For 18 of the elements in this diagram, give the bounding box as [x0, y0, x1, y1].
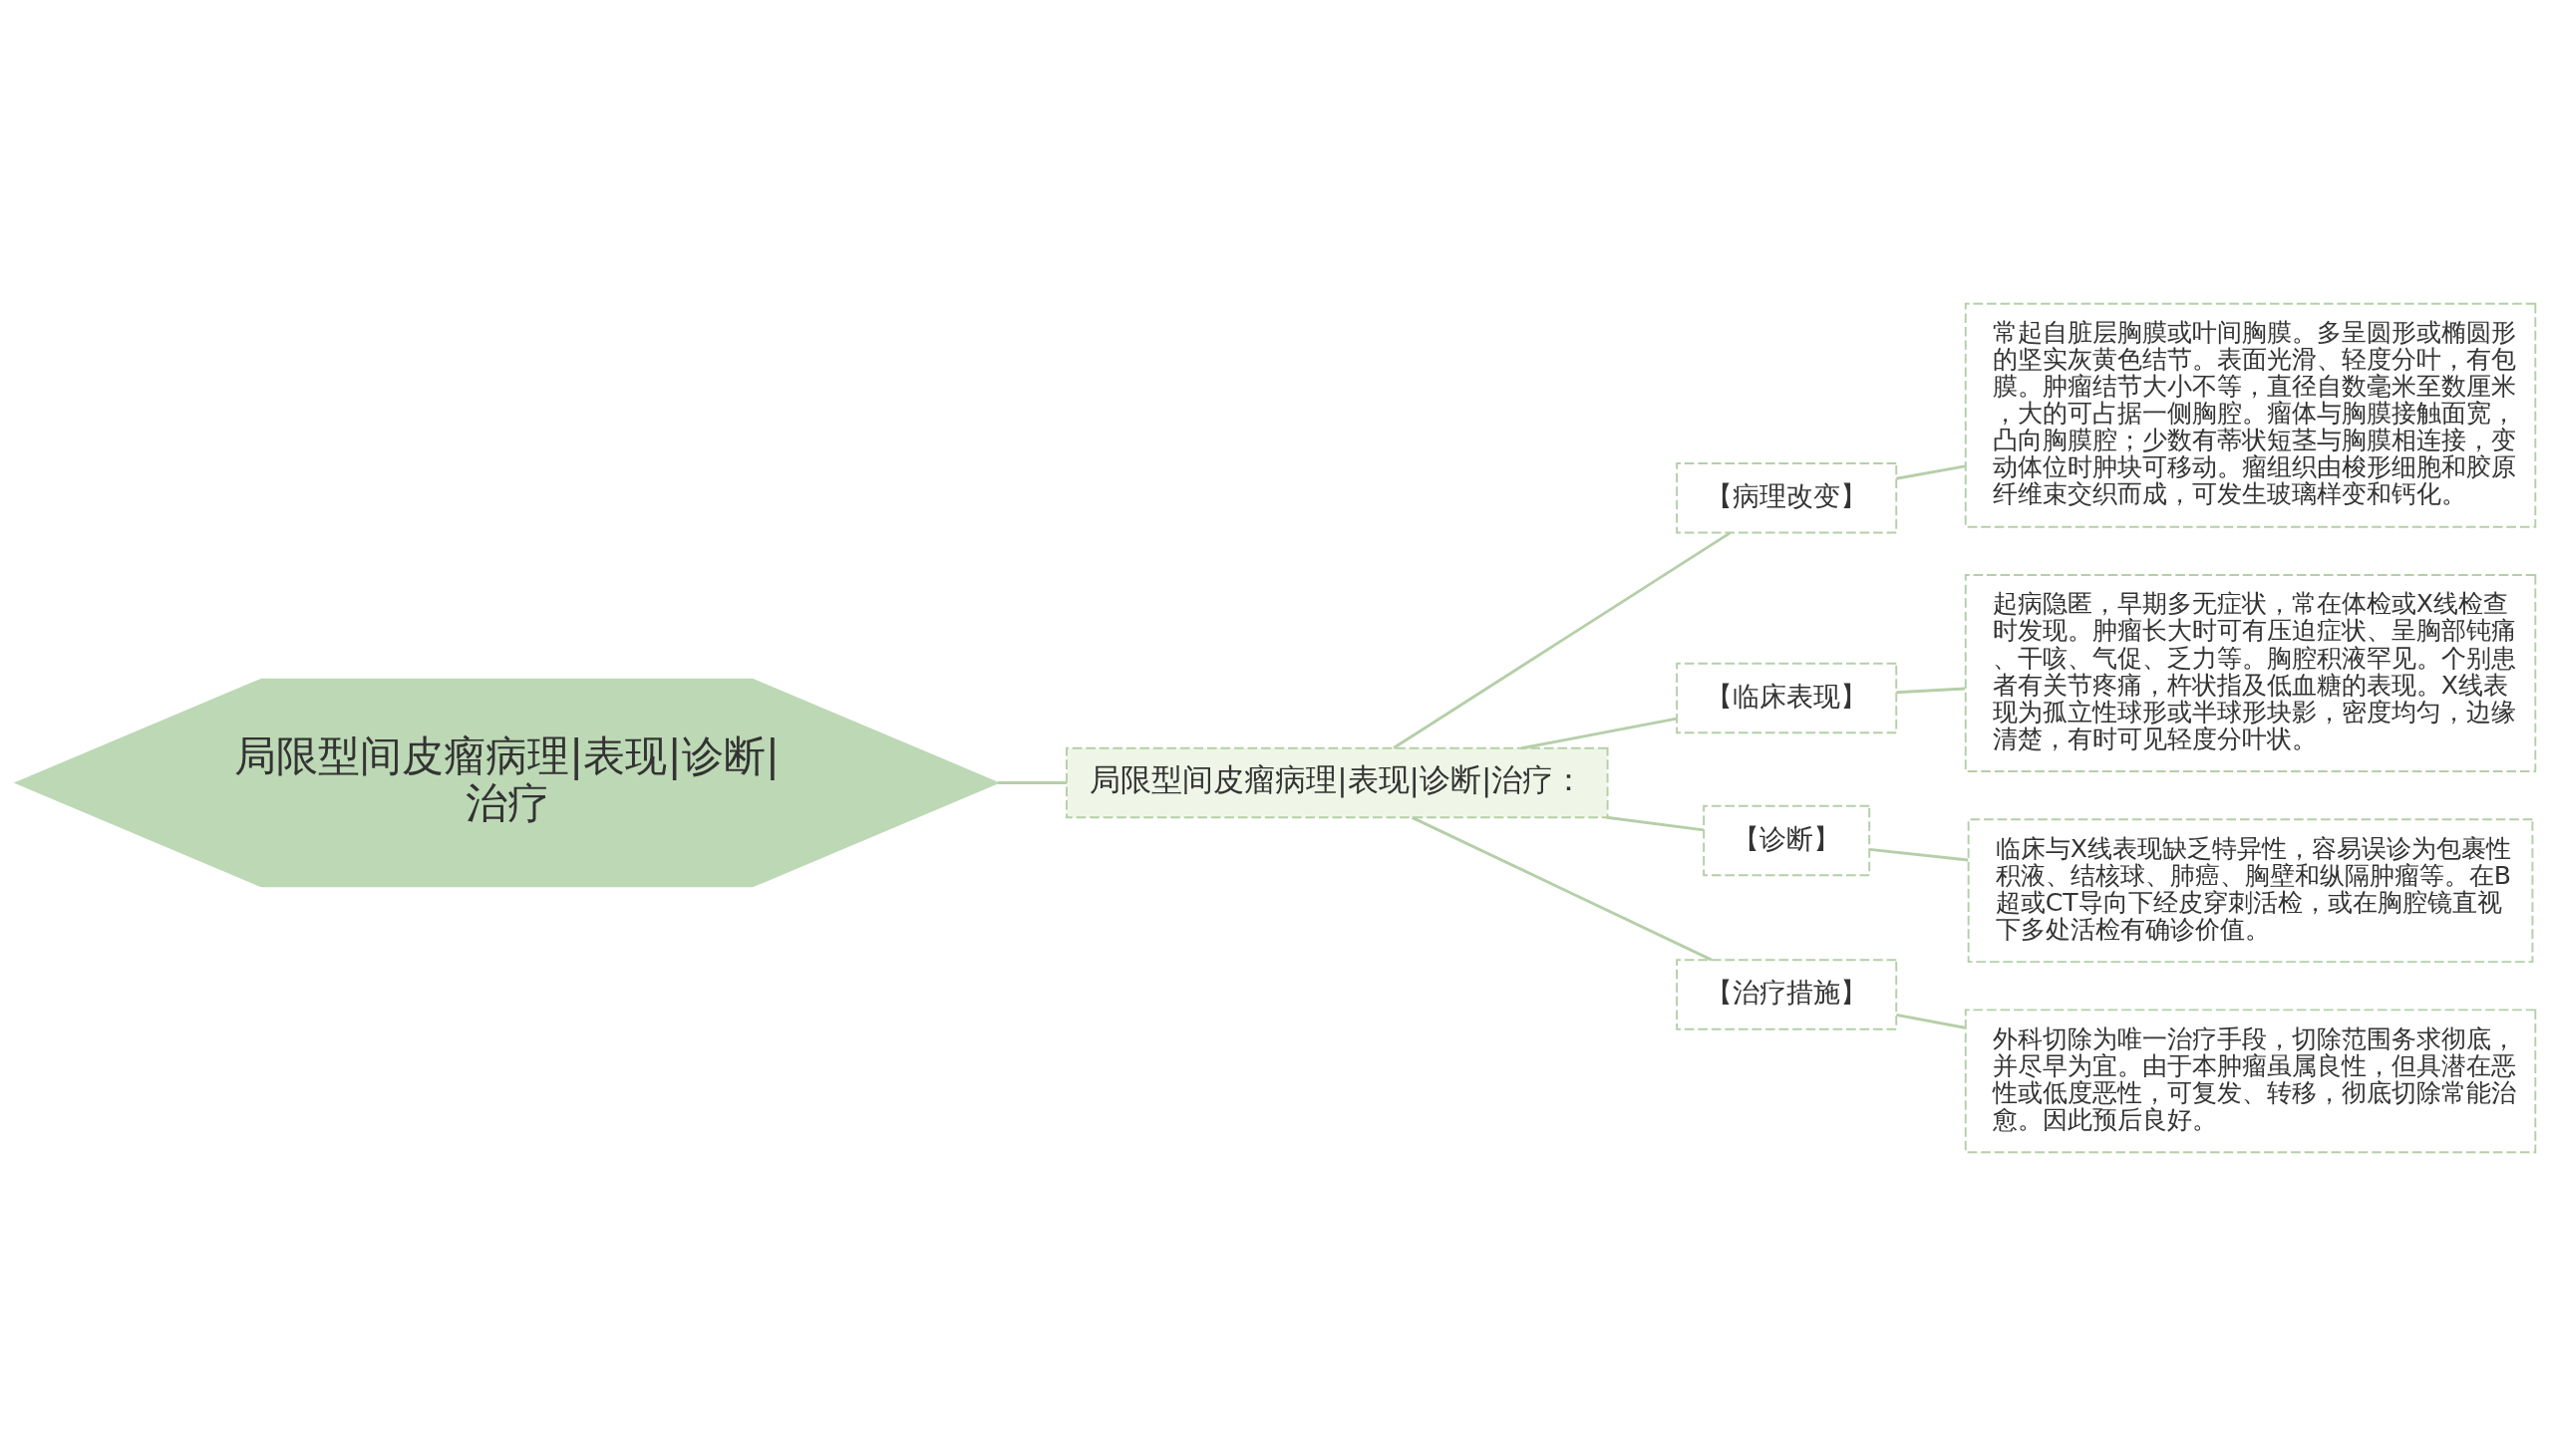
node-box: 临床与X线表现缺乏特异性，容易误诊为包裹性积液、结核球、肺癌、胸壁和纵隔肿瘤等。在B超或CT导向下经皮穿刺活检，或在胸腔镜直视下多处活检有确诊价值。: [1967, 818, 2534, 964]
connector: [1896, 464, 1966, 480]
connector: [1606, 815, 1705, 832]
node-box: 【病理改变】: [1676, 462, 1898, 534]
connector: [1896, 1013, 1966, 1029]
connector: [998, 781, 1067, 784]
node-box: 局限型间皮瘤病理|表现|诊断|治疗：: [1066, 746, 1609, 819]
connector: [1869, 847, 1969, 862]
connector: [1521, 717, 1678, 750]
connector: [1411, 816, 1713, 962]
connector: [1896, 687, 1966, 695]
node-box: 起病隐匿，早期多无症状，常在体检或X线检查时发现。肿瘤长大时可有压迫症状、呈胸部钝痛、干咳、气促、乏力等。胸腔积液罕见。个别患者有关节疼痛，杵状指及低血糖的表现。X线表现为孤立性球形或半球形块影，密度均匀，边缘清楚，有时可见轻度分叶状。: [1964, 574, 2537, 772]
node-box: 【治疗措施】: [1676, 959, 1898, 1030]
node-box: 常起自脏层胸膜或叶间胸膜。多呈圆形或椭圆形的坚实灰黄色结节。表面光滑、轻度分叶，有包膜。肿瘤结节大小不等，直径自数毫米至数厘米，大的可占据一侧胸腔。瘤体与胸膜接触面宽，凸向胸膜腔；少数有蒂状短茎与胸膜相连接，变动体位时肿块可移动。瘤组织由梭形细胞和胶原纤维束交织而成，可发生玻璃样变和钙化。: [1964, 302, 2537, 528]
node-box: 外科切除为唯一治疗手段，切除范围务求彻底，并尽早为宜。由于本肿瘤虽属良性，但具潜在恶性或低度恶性，可复发、转移，彻底切除常能治愈。因此预后良好。: [1964, 1009, 2537, 1154]
node-box: 【临床表现】: [1676, 662, 1898, 734]
connector: [1393, 531, 1732, 749]
node-box: 【诊断】: [1703, 804, 1871, 877]
